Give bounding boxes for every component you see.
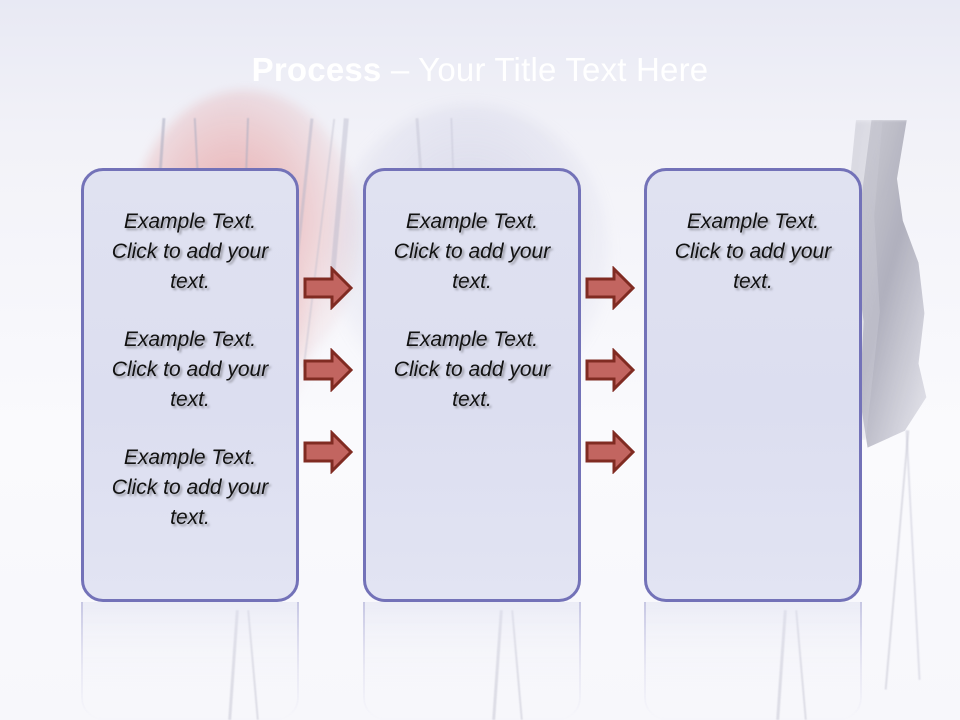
process-box-1-paragraph-2[interactable]: Example Text. Click to add your text.: [111, 328, 269, 411]
process-box-2-paragraph-2[interactable]: Example Text. Click to add your text.: [393, 328, 551, 411]
process-box-2[interactable]: Example Text. Click to add your text. Ex…: [363, 168, 581, 602]
page-title: Process – Your Title Text Here: [0, 50, 960, 90]
arrow-right-icon-1-1[interactable]: [303, 266, 353, 310]
process-box-3[interactable]: Example Text. Click to add your text.: [644, 168, 862, 602]
arrow-right-icon-1-3[interactable]: [303, 430, 353, 474]
process-box-3-paragraph-1[interactable]: Example Text. Click to add your text.: [674, 210, 832, 293]
arrow-right-icon-1-2[interactable]: [303, 348, 353, 392]
process-box-1-paragraph-1[interactable]: Example Text. Click to add your text.: [111, 210, 269, 293]
arrow-right-icon-2-2[interactable]: [585, 348, 635, 392]
arrow-right-icon-2-3[interactable]: [585, 430, 635, 474]
process-box-2-paragraph-1[interactable]: Example Text. Click to add your text.: [393, 210, 551, 293]
process-box-1-paragraph-3[interactable]: Example Text. Click to add your text.: [111, 446, 269, 529]
page-title-strong: Process: [251, 51, 382, 88]
page-title-rest: – Your Title Text Here: [381, 51, 709, 88]
process-box-1[interactable]: Example Text. Click to add your text. Ex…: [81, 168, 299, 602]
arrow-right-icon-2-1[interactable]: [585, 266, 635, 310]
